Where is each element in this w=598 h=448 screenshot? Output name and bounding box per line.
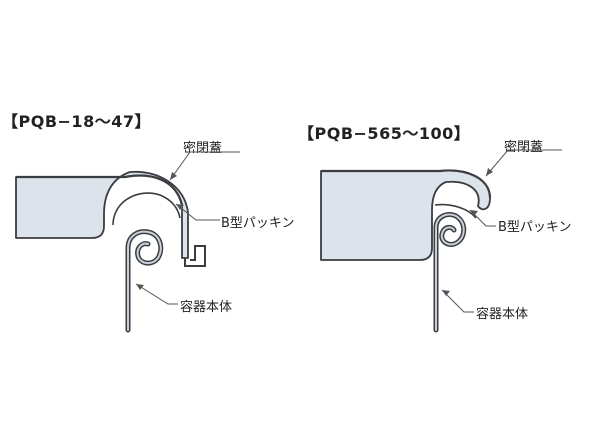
left-body-leader (135, 283, 178, 305)
left-gasket (112, 192, 181, 226)
right-body-leader (441, 289, 474, 313)
right-gasket (434, 203, 477, 219)
left-diagram-title: 【PQB−18～47】 (2, 112, 151, 131)
left-container-body (125, 229, 164, 333)
left-lid-highlight (16, 174, 184, 206)
right-gasket-label: B型パッキン (498, 220, 572, 235)
left-gasket-label: B型パッキン (221, 216, 295, 231)
right-lid-highlight (321, 169, 492, 199)
right-container-body-inner (435, 213, 465, 331)
right-gasket-arrowhead (470, 210, 478, 216)
left-diagram (15, 151, 240, 333)
left-container-body-inner (127, 230, 162, 331)
left-gasket-leader (175, 203, 220, 221)
right-container-body (433, 212, 467, 333)
left-gasket-arrowhead (176, 204, 184, 210)
left-lid-arrowhead (170, 172, 177, 180)
right-body-arrowhead (442, 290, 450, 296)
right-diagram (320, 149, 562, 333)
right-lid-arrowhead (486, 168, 493, 176)
right-lid-label: 密閉蓋 (504, 140, 544, 155)
left-lid-hem (184, 245, 206, 267)
left-body-arrowhead (136, 284, 144, 290)
right-lid (320, 169, 491, 261)
left-lid-leader (169, 151, 240, 181)
right-gasket-leader (469, 209, 496, 227)
right-diagram-title: 【PQB−565～100】 (298, 124, 471, 143)
right-body-label: 容器本体 (476, 307, 529, 322)
left-body-label: 容器本体 (180, 300, 233, 315)
right-lid-leader (485, 149, 562, 177)
